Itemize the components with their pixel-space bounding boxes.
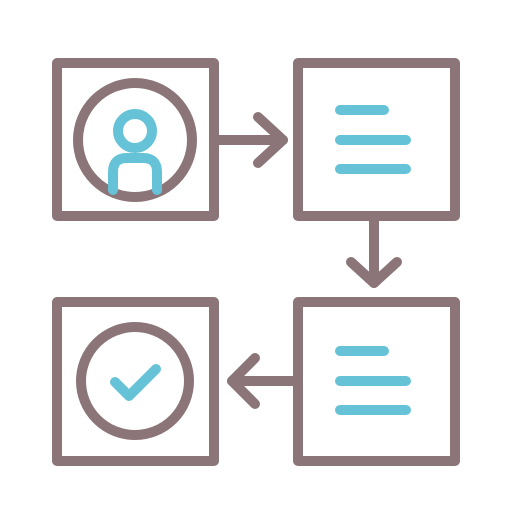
arrow-down-icon	[346, 216, 402, 288]
user-icon	[108, 109, 162, 195]
lines-icon	[335, 346, 411, 415]
user-avatar-circle	[73, 78, 197, 202]
check-box	[52, 297, 219, 466]
document-box-2	[293, 297, 460, 466]
document-box-1	[293, 58, 460, 221]
user-box	[52, 58, 219, 221]
document-box-1-frame	[293, 58, 460, 221]
check-circle	[76, 322, 194, 440]
arrow-right-icon	[214, 112, 288, 168]
arrow-left-icon	[227, 353, 298, 409]
user-box-frame	[52, 58, 219, 221]
document-box-2-frame	[293, 297, 460, 466]
lines-icon	[335, 105, 411, 174]
check-box-frame	[52, 297, 219, 466]
check-icon	[110, 364, 161, 401]
